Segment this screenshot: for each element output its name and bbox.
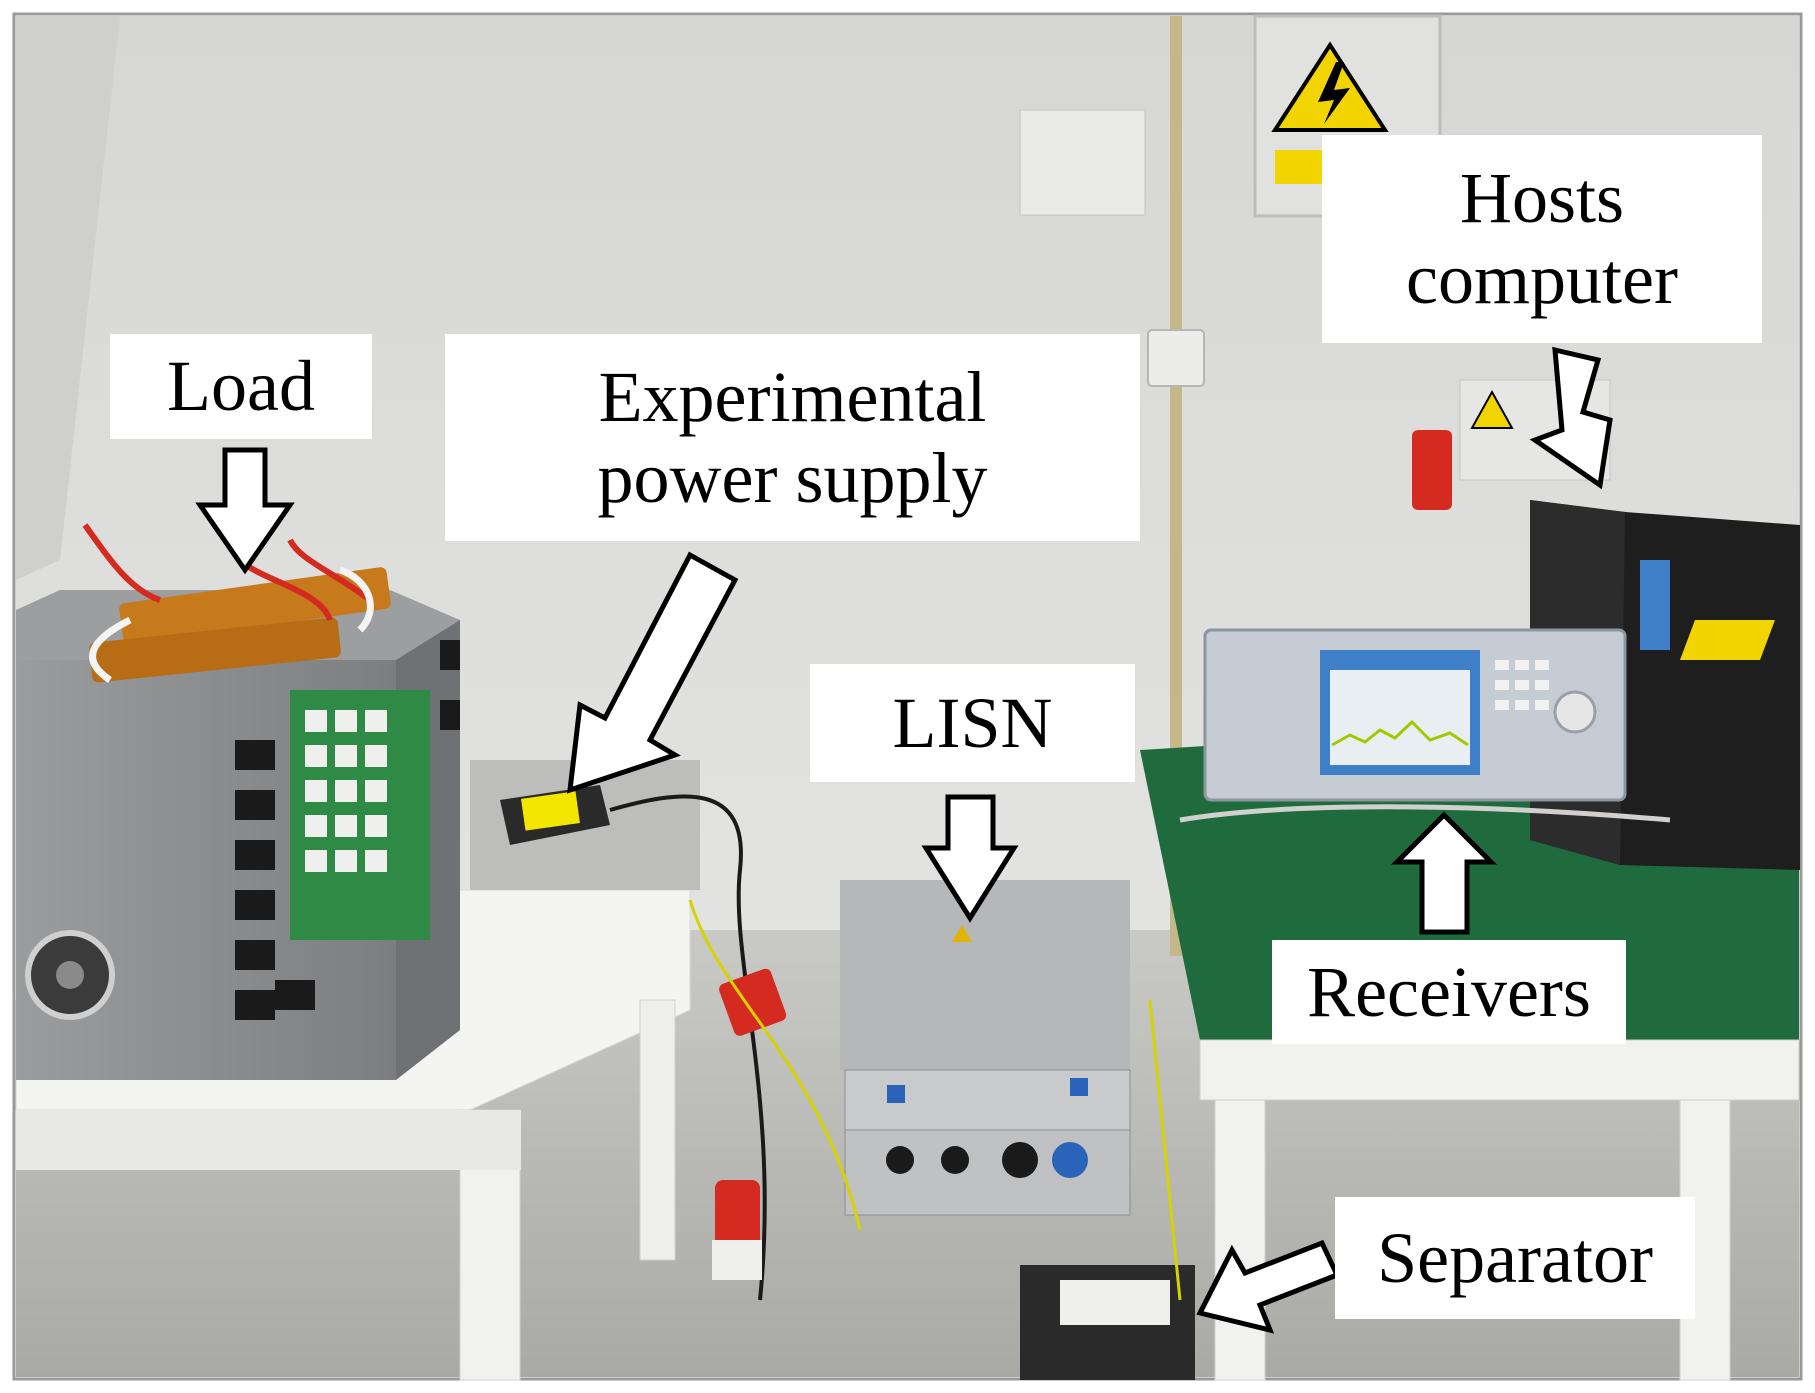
label-lisn: LISN — [810, 664, 1135, 782]
image-border — [12, 12, 1803, 1381]
hosts-arrow-icon — [1529, 346, 1613, 490]
green-bench-apron — [1199, 1039, 1800, 1101]
load-resistor — [119, 567, 391, 645]
label-hosts-line2: computer — [1406, 239, 1678, 319]
floor-plug-white — [712, 1240, 762, 1280]
label-hosts-line1: Hosts — [1459, 158, 1625, 239]
label-receivers-text: Receivers — [1307, 951, 1591, 1032]
label-receivers: Receivers — [1272, 940, 1626, 1044]
lisn-connector-icon — [1002, 1142, 1038, 1178]
lisn-warning-icon — [952, 925, 972, 942]
emi-receiver-knob-icon — [1553, 690, 1597, 734]
load-terminal-blocks — [235, 640, 460, 1020]
power-supply-arrow-icon — [567, 551, 739, 794]
emi-spectrum-trace — [1331, 719, 1469, 747]
lightning-bolt-icon — [1318, 62, 1350, 124]
lisn-button-icon — [1070, 1078, 1088, 1096]
small-warning-icon — [1470, 389, 1514, 429]
host-computer-sticker — [1640, 560, 1670, 650]
separator-face — [1060, 1280, 1170, 1325]
load-resistor — [89, 617, 341, 683]
lisn-unit-front-lower — [844, 1129, 1131, 1216]
green-bench-leg — [1679, 1099, 1731, 1381]
power-supply-cable — [609, 794, 767, 1301]
receiver-cable — [1179, 804, 1671, 823]
floor-red-plug — [719, 968, 787, 1036]
lisn-connector-icon — [886, 1146, 914, 1174]
lisn-connector-icon — [1052, 1142, 1088, 1178]
load-fan-hub — [56, 961, 84, 989]
power-supply-yellow-label — [521, 791, 580, 831]
label-power-supply-line1: Experimental — [598, 356, 987, 437]
wall-corner — [16, 16, 120, 580]
label-load: Load — [110, 334, 372, 439]
left-table-apron — [16, 1110, 521, 1170]
label-power-supply-line2: power supply — [597, 437, 988, 518]
left-table-leg-back — [639, 999, 676, 1261]
lisn-connector-icon — [941, 1146, 969, 1174]
emi-receiver-plot — [1330, 670, 1470, 765]
lisn-arrow-icon — [921, 794, 1019, 923]
wall-conduit — [1170, 16, 1182, 956]
green-bench-leg — [1214, 1099, 1266, 1381]
wall-socket — [1147, 329, 1205, 387]
wall-notice — [1019, 109, 1146, 216]
load-capacitor-grid — [305, 710, 387, 872]
label-hosts-computer: Hosts computer — [1322, 135, 1762, 343]
host-computer-yellow-tag — [1680, 620, 1775, 660]
lisn-button-icon — [887, 1085, 905, 1103]
load-wires-white — [89, 566, 374, 683]
receivers-arrow-icon — [1390, 811, 1498, 935]
label-separator: Separator — [1335, 1197, 1695, 1319]
emi-receiver-keypad — [1495, 660, 1549, 710]
load-arrow-icon — [195, 447, 295, 575]
label-lisn-text: LISN — [892, 682, 1053, 763]
separator-arrow-icon — [1196, 1239, 1341, 1334]
wall-red-plug — [1412, 430, 1452, 510]
yellow-ground-wire — [688, 899, 1182, 1301]
label-experimental-power-supply: Experimental power supply — [445, 334, 1140, 541]
label-separator-text: Separator — [1377, 1217, 1653, 1298]
lisn-unit-top — [840, 880, 1130, 1070]
label-load-text: Load — [167, 346, 315, 427]
